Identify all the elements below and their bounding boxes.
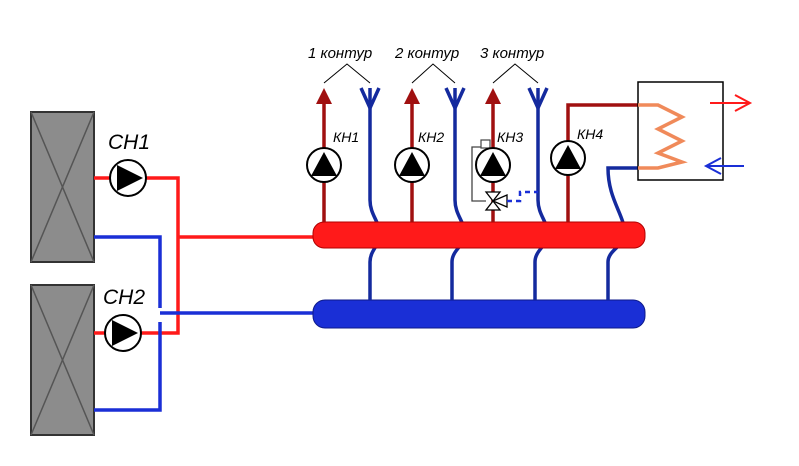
pump-ch2 <box>104 314 142 352</box>
contour-1-label: 1 контур <box>308 45 372 62</box>
hot-water-outlet-arrow <box>710 94 753 112</box>
three-way-valve <box>471 139 538 211</box>
pump-ch1-label: СН1 <box>108 131 150 154</box>
pump-kn2 <box>394 147 430 183</box>
pump-ch1 <box>109 159 147 197</box>
pump-ch2-label: СН2 <box>103 286 145 309</box>
pump-kn1-label: КН1 <box>333 129 359 145</box>
return-risers <box>368 88 638 300</box>
contour-3-label: 3 контур <box>480 45 544 62</box>
pump-kn4-label: КН4 <box>577 126 603 142</box>
return-header <box>312 299 646 329</box>
boiler-1 <box>30 111 95 263</box>
cold-water-inlet-arrow <box>703 157 744 175</box>
boiler-supply-pipes <box>94 176 313 335</box>
contour-leaders <box>323 63 539 84</box>
pump-kn2-label: КН2 <box>418 129 444 145</box>
boiler-return-pipes <box>94 235 313 412</box>
return-arrows <box>359 87 549 113</box>
pump-kn4 <box>550 140 586 176</box>
supply-arrows <box>316 88 501 104</box>
boiler-2 <box>30 284 95 436</box>
contour-2-label: 2 контур <box>394 45 459 62</box>
pump-kn3-label: КН3 <box>497 129 523 145</box>
pump-kn1 <box>306 147 342 183</box>
supply-header <box>312 221 646 249</box>
pump-kn3 <box>475 147 511 183</box>
